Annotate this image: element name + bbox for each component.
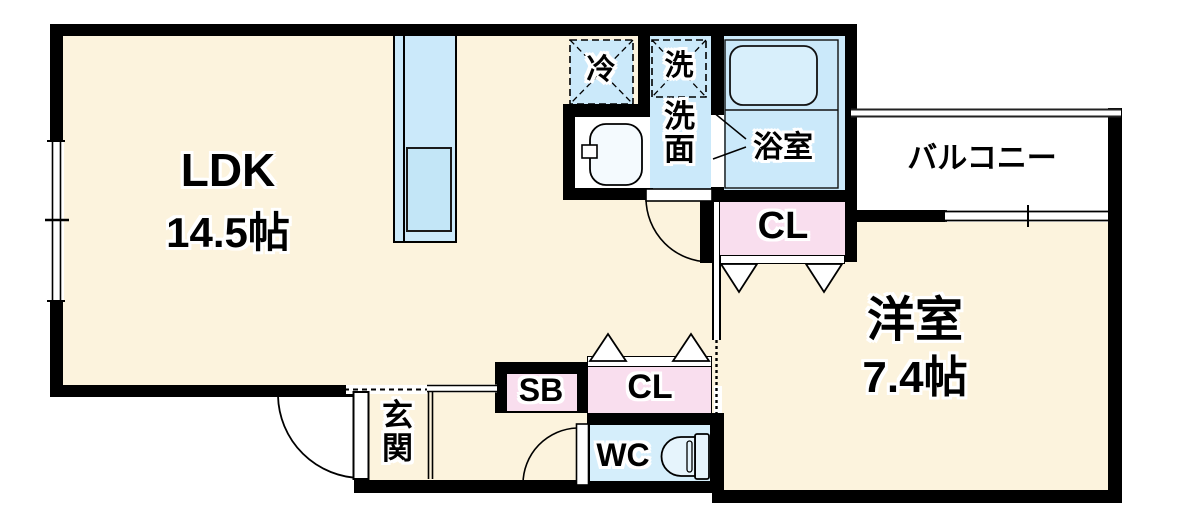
label-wc: WC bbox=[596, 437, 650, 473]
closet-hall bbox=[587, 366, 712, 414]
label-washroom: 洗面 bbox=[664, 99, 695, 168]
wall-above-shoebox bbox=[495, 362, 587, 374]
bathroom-door-gap bbox=[711, 115, 724, 187]
wall-closet-bedroom-top bbox=[700, 190, 857, 202]
wall-bathroom-left-top bbox=[711, 34, 724, 117]
label-shoe-box: SB bbox=[518, 372, 564, 408]
wall-fridge-right bbox=[638, 34, 650, 117]
wall-ldk-bottom bbox=[50, 385, 367, 397]
balcony-railing bbox=[851, 108, 1121, 118]
shoe-box bbox=[505, 372, 579, 413]
wall-left-lower bbox=[50, 300, 63, 397]
label-bathroom: 浴室 bbox=[753, 131, 813, 164]
label-washer: 洗 bbox=[664, 50, 694, 82]
wall-vanity-bottom bbox=[563, 188, 653, 200]
wall-western-bottom bbox=[712, 490, 1122, 503]
wall-below-fridge bbox=[563, 104, 650, 117]
label-ldk: LDK bbox=[180, 144, 276, 196]
kitchen-sink bbox=[406, 147, 452, 232]
label-ldk-area: 14.5帖 bbox=[166, 209, 290, 256]
wall-balcony-right bbox=[1108, 108, 1122, 222]
wall-closet-hall-bottom bbox=[587, 413, 712, 425]
wall-hall-bottom bbox=[354, 480, 714, 493]
closet-bedroom-door-strip bbox=[720, 255, 845, 264]
wall-top bbox=[50, 24, 857, 36]
western-room-floor-main bbox=[845, 222, 1108, 492]
wall-bathroom-right-column bbox=[845, 24, 857, 262]
wall-wc-right bbox=[712, 413, 724, 490]
wall-shoebox-left bbox=[495, 362, 505, 413]
kitchen-counter-edge-line bbox=[403, 36, 405, 241]
balcony-floor bbox=[857, 118, 1108, 210]
label-western-room: 洋室 bbox=[866, 294, 963, 347]
wall-vanity-left bbox=[563, 104, 575, 200]
ldk-floor bbox=[62, 36, 650, 386]
entrance-door-arc bbox=[277, 395, 362, 479]
label-closet-bedroom: CL bbox=[757, 205, 809, 247]
wall-balcony-bottom bbox=[845, 210, 947, 222]
closet-bedroom bbox=[720, 202, 845, 255]
label-closet-hall: CL bbox=[627, 368, 673, 406]
label-western-room-area: 7.4帖 bbox=[862, 353, 968, 402]
wall-left-upper bbox=[50, 24, 63, 142]
label-entrance: 玄関 bbox=[382, 398, 413, 467]
wall-western-right bbox=[1108, 210, 1122, 503]
label-refrigerator: 冷 bbox=[586, 54, 616, 86]
label-balcony: バルコニー bbox=[907, 142, 1057, 175]
vanity-area-floor bbox=[575, 117, 650, 188]
bathroom-floor bbox=[724, 36, 845, 202]
